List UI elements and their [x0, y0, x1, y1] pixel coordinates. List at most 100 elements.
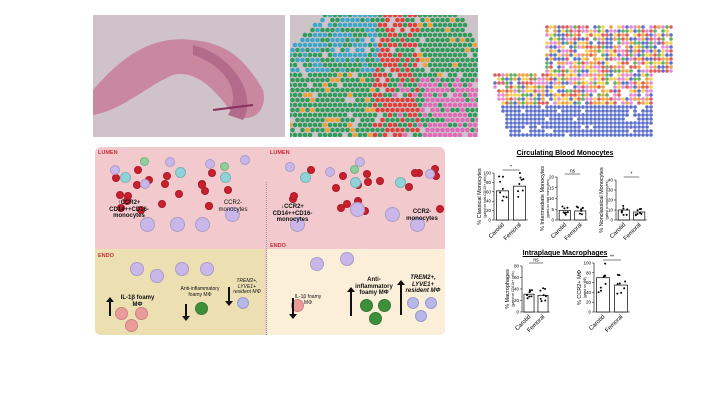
spatial-spot	[513, 97, 517, 101]
spatial-spot	[581, 117, 585, 121]
spatial-spot	[302, 132, 308, 137]
spatial-spot	[509, 133, 513, 137]
spatial-spot	[577, 77, 581, 81]
bar-femoral	[537, 294, 549, 313]
spatial-spot	[597, 41, 601, 45]
spatial-spot	[470, 57, 475, 63]
spatial-spot	[541, 117, 545, 121]
red-blood-cell	[363, 178, 372, 187]
spatial-spot	[637, 25, 641, 29]
spatial-spot	[585, 53, 589, 57]
spatial-spot	[372, 42, 378, 48]
spatial-spot	[442, 92, 448, 98]
spatial-spot	[561, 41, 565, 45]
spatial-spot	[561, 121, 565, 125]
spatial-spot	[300, 37, 305, 43]
spatial-spot	[585, 93, 589, 97]
spatial-spot	[307, 52, 313, 58]
spatial-spot	[460, 57, 465, 63]
spatial-spot	[302, 112, 308, 118]
spatial-spot	[432, 42, 438, 48]
spatial-spot	[629, 25, 633, 29]
spatial-spot	[425, 77, 430, 83]
spatial-spot	[637, 73, 641, 77]
spatial-spot	[569, 25, 573, 29]
spatial-spot	[597, 29, 601, 33]
spatial-spot	[657, 69, 661, 73]
spatial-spot	[330, 57, 335, 63]
spatial-spot	[637, 129, 641, 133]
spatial-spot	[315, 47, 320, 53]
data-point	[604, 282, 607, 285]
y-axis-sublabel: (gated on total monocytes)	[546, 179, 550, 218]
spatial-spot	[290, 112, 293, 118]
spatial-spot	[513, 133, 517, 137]
spatial-spot	[665, 69, 669, 73]
data-point	[566, 206, 569, 209]
spatial-spot	[295, 57, 300, 63]
spatial-spot	[601, 25, 605, 29]
spatial-spot	[597, 81, 601, 85]
spatial-spot	[420, 77, 425, 83]
y-axis-label: % Nonclassical Monocytes	[599, 167, 605, 233]
spatial-spot	[601, 45, 605, 49]
spatial-spot	[395, 107, 400, 113]
spatial-spot	[521, 77, 525, 81]
spatial-spot	[633, 53, 637, 57]
data-point	[580, 208, 583, 211]
spatial-spot	[589, 65, 593, 69]
spatial-spot	[325, 117, 330, 123]
spatial-spot	[605, 61, 609, 65]
spatial-spot	[569, 121, 573, 125]
spatial-spot	[347, 72, 353, 78]
data-point	[618, 282, 621, 285]
spatial-spot	[613, 37, 617, 41]
spatial-spot	[569, 41, 573, 45]
spatial-spot	[589, 77, 593, 81]
spatial-spot	[387, 102, 393, 108]
data-point	[624, 280, 627, 283]
spatial-spot	[352, 82, 358, 88]
spatial-spot	[357, 112, 363, 118]
anti-label-left: Anti-inflammatory foamy MΦ	[180, 286, 220, 298]
spatial-spot	[641, 81, 645, 85]
spatial-spot	[377, 15, 383, 18]
spatial-spot	[435, 117, 440, 123]
spatial-spot	[509, 121, 513, 125]
spatial-spot	[347, 122, 353, 128]
spatial-spot	[605, 113, 609, 117]
spatial-spot	[337, 15, 343, 18]
spatial-spot	[641, 125, 645, 129]
spatial-spot	[322, 122, 328, 128]
spatial-spot	[609, 49, 613, 53]
spatial-spot	[295, 117, 300, 123]
spatial-spot	[645, 33, 649, 37]
spatial-spot	[290, 67, 295, 73]
spatial-spot	[452, 132, 458, 137]
spatial-spot	[637, 45, 641, 49]
spatial-spot	[355, 77, 360, 83]
red-blood-cell	[362, 170, 371, 179]
spatial-spot	[465, 67, 470, 73]
spatial-spot	[417, 92, 423, 98]
spatial-spot	[557, 81, 561, 85]
spatial-spot	[312, 102, 318, 108]
spatial-spot	[649, 129, 653, 133]
spatial-spot	[410, 27, 415, 33]
spatial-spot	[437, 92, 443, 98]
spatial-spot	[573, 57, 577, 61]
spatial-spot	[613, 57, 617, 61]
y-tick-label: 0	[488, 218, 491, 223]
spatial-spot	[382, 82, 388, 88]
spatial-spot	[629, 97, 633, 101]
spatial-spot	[525, 133, 529, 137]
spatial-spot	[352, 42, 358, 48]
spatial-spot	[513, 129, 517, 133]
spatial-spot	[295, 107, 300, 113]
spatial-spot	[605, 29, 609, 33]
spatial-spot	[625, 129, 629, 133]
spatial-spot	[452, 62, 458, 68]
spatial-spot	[337, 62, 343, 68]
spatial-spot	[565, 37, 569, 41]
spatial-spot	[290, 82, 293, 88]
